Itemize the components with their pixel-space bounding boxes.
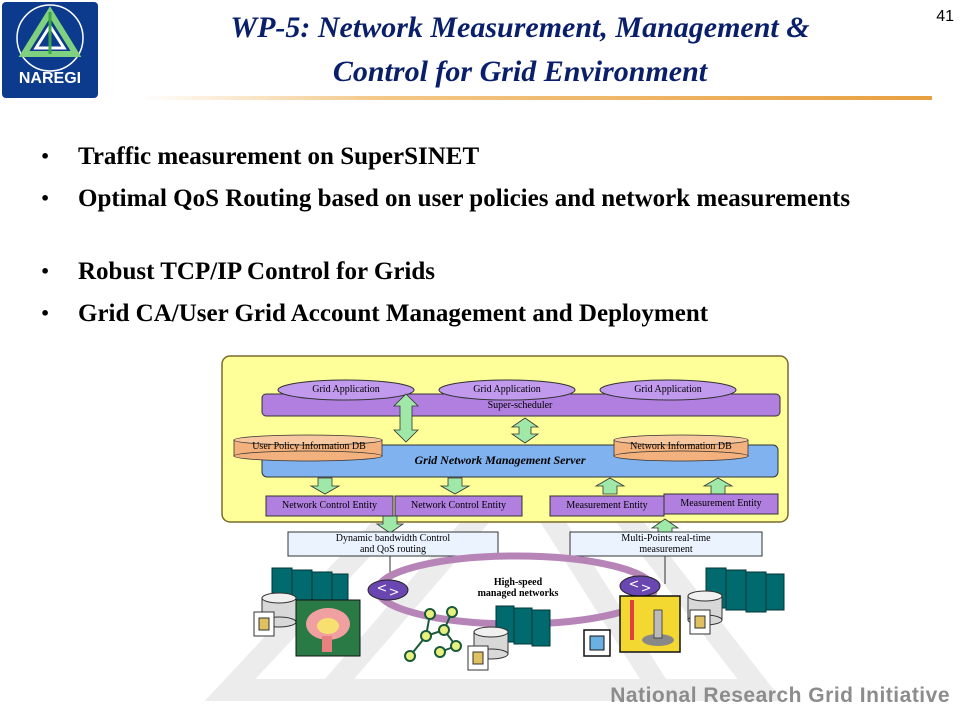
footer-brand: National Research Grid Initiative xyxy=(610,684,950,707)
network-control-entity-label: Network Control Entity xyxy=(282,500,377,511)
bullet-item: • Traffic measurement on SuperSINET xyxy=(40,141,940,172)
network-db-label: Network Information DB xyxy=(630,441,732,452)
grid-application-label: Grid Application xyxy=(473,384,541,395)
router-icon xyxy=(619,575,661,597)
super-scheduler-label: Super-scheduler xyxy=(487,400,553,411)
user-policy-db-label: User Policy Information DB xyxy=(252,441,366,452)
double-arrow-app-gnms xyxy=(393,393,419,443)
document-icon xyxy=(467,645,489,671)
title-underline xyxy=(140,96,932,100)
bullet-item: • Optimal QoS Routing based on user poli… xyxy=(40,183,940,245)
title-line-1: WP-5: Network Measurement, Management & xyxy=(230,11,810,44)
network-label-line-2: managed networks xyxy=(477,588,559,599)
bullet-item: • Grid CA/User Grid Account Management a… xyxy=(40,298,940,329)
router-icon xyxy=(367,579,409,601)
bullet-text: Optimal QoS Routing based on user polici… xyxy=(78,185,851,212)
bullet-marker: • xyxy=(40,262,51,281)
multipoint-label-line-2: measurement xyxy=(639,544,693,555)
up-arrow xyxy=(594,477,626,495)
down-arrow-to-dynamic xyxy=(375,515,405,534)
molecule-image xyxy=(404,606,462,662)
chip-icon xyxy=(583,629,611,657)
measurement-entity-label: Measurement Entity xyxy=(680,498,762,509)
document-icon xyxy=(253,611,275,637)
bullet-text: Traffic measurement on SuperSINET xyxy=(78,143,480,170)
brain-image xyxy=(295,599,361,657)
logo-emblem xyxy=(16,4,84,72)
bullet-text: Robust TCP/IP Control for Grids xyxy=(78,258,435,285)
grid-application-label: Grid Application xyxy=(634,384,702,395)
dynamic-label-line-2: and QoS routing xyxy=(359,544,427,555)
network-control-entity-label: Network Control Entity xyxy=(411,500,506,511)
network-information-db[interactable] xyxy=(613,434,749,462)
gnms-label: Grid Network Management Server xyxy=(414,453,586,467)
grid-application-label: Grid Application xyxy=(312,384,380,395)
network-control-entity-box[interactable] xyxy=(265,495,394,517)
naregi-logo: NAREGI xyxy=(2,2,98,98)
dynamic-bandwidth-label: Dynamic bandwidth Control and QoS routin… xyxy=(288,533,498,555)
down-arrow xyxy=(439,477,471,495)
network-label: High-speed managed networks xyxy=(440,577,596,599)
network-label-line-1: High-speed xyxy=(493,577,543,588)
slide-number: 41 xyxy=(936,8,954,25)
down-arrow xyxy=(309,477,341,495)
measurement-entity-label: Measurement Entity xyxy=(566,500,648,511)
multipoint-label-line-1: Multi-Points real-time xyxy=(621,533,711,544)
logo-text: NAREGI xyxy=(18,70,82,87)
bullet-item: • Robust TCP/IP Control for Grids xyxy=(40,256,940,287)
double-arrow-scheduler-gnms xyxy=(510,417,540,444)
dynamic-bandwidth-box xyxy=(287,531,499,557)
measurement-entity-box[interactable] xyxy=(663,493,779,515)
bullet-marker: • xyxy=(40,189,51,208)
bullet-marker: • xyxy=(40,147,51,166)
bullet-text: Grid CA/User Grid Account Management and… xyxy=(78,300,709,327)
user-policy-db[interactable] xyxy=(233,434,383,462)
slide-title: WP-5: Network Measurement, Management & … xyxy=(140,6,900,94)
dynamic-label-line-1: Dynamic bandwidth Control xyxy=(335,533,451,544)
document-icon xyxy=(689,609,711,635)
grid-application-oval[interactable] xyxy=(277,379,415,401)
grid-application-oval[interactable] xyxy=(599,379,737,401)
title-line-2: Control for Grid Environment xyxy=(332,55,708,88)
microscope-image xyxy=(619,595,681,653)
multipoint-label: Multi-Points real-time measurement xyxy=(570,533,762,555)
grid-application-oval[interactable] xyxy=(438,379,576,401)
bullet-marker: • xyxy=(40,304,51,323)
multipoint-measurement-box xyxy=(569,531,763,557)
network-control-entity-box[interactable] xyxy=(394,495,523,517)
